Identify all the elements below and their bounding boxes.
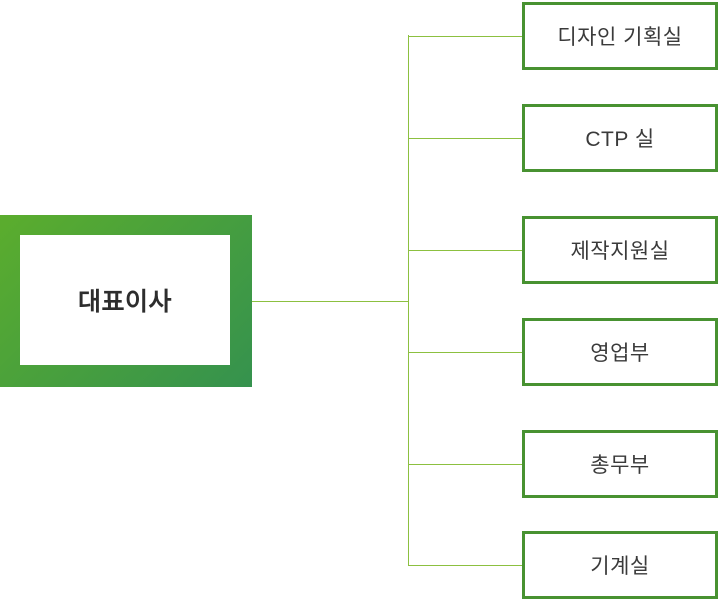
root-node-ceo: 대표이사	[0, 215, 252, 387]
connector-branch-sales	[408, 351, 522, 353]
dept-node-label: 제작지원실	[570, 240, 670, 263]
connector-branch-machine-room	[408, 564, 522, 566]
root-node-label: 대표이사	[77, 288, 172, 316]
dept-node-ctp: CTP 실	[522, 104, 718, 172]
dept-node-label: 디자인 기획실	[557, 26, 683, 49]
dept-node-label: 총무부	[590, 454, 650, 477]
dept-node-machine-room: 기계실	[522, 531, 718, 599]
dept-node-production-support: 제작지원실	[522, 216, 718, 284]
connector-branch-production-support	[408, 249, 522, 251]
dept-node-label: CTP 실	[585, 128, 655, 151]
connector-branch-general-affairs	[408, 463, 522, 465]
dept-node-design-planning: 디자인 기획실	[522, 2, 718, 70]
dept-node-sales: 영업부	[522, 318, 718, 386]
dept-node-label: 영업부	[590, 342, 650, 365]
connector-branch-design-planning	[408, 35, 522, 37]
connector-root-horizontal	[252, 300, 408, 302]
dept-node-label: 기계실	[590, 555, 650, 578]
connector-vertical-spine	[407, 35, 409, 565]
connector-branch-ctp	[408, 137, 522, 139]
root-node-inner-panel: 대표이사	[20, 235, 230, 365]
dept-node-general-affairs: 총무부	[522, 430, 718, 498]
